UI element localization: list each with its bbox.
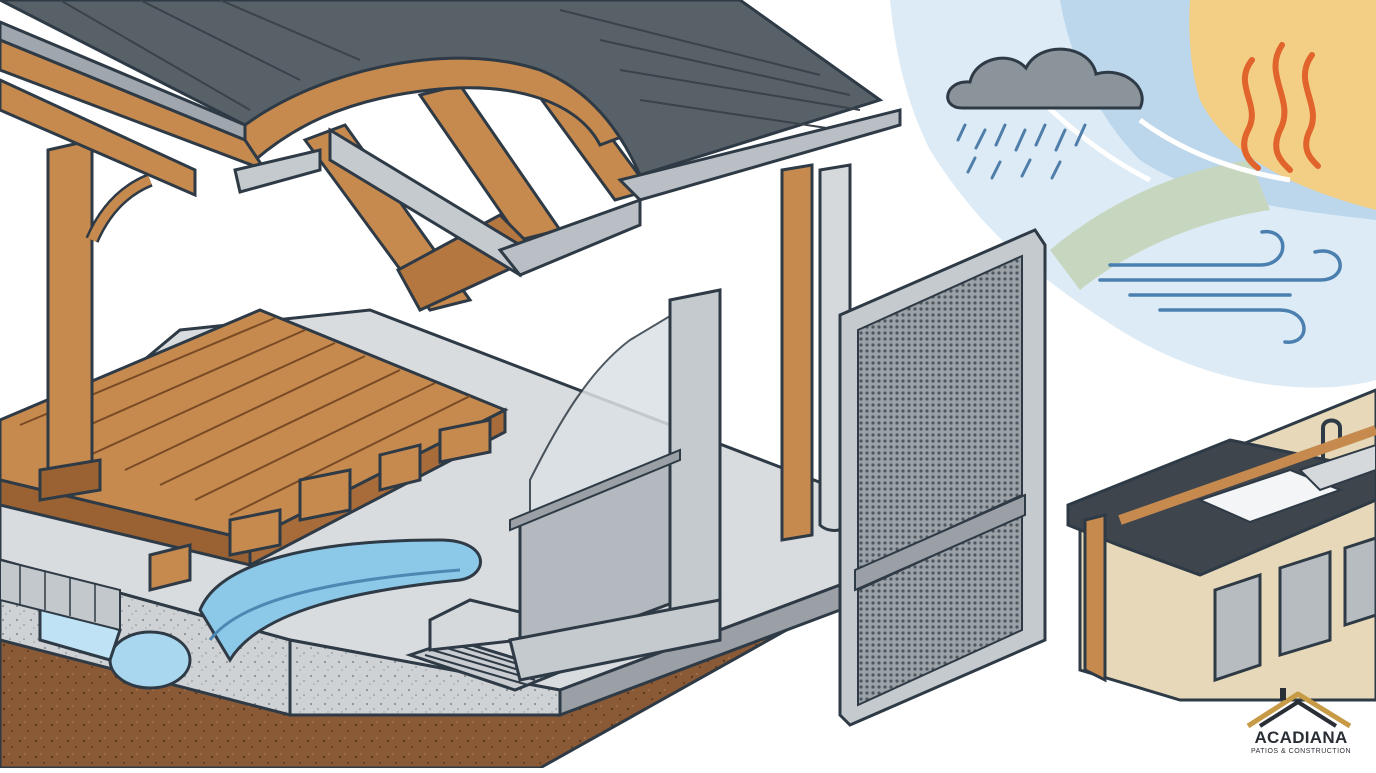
outdoor-kitchen-cabinet [1066, 388, 1376, 702]
screen-door-panel [838, 228, 1047, 727]
logo-emblem [1246, 688, 1352, 729]
rain-gutter [233, 108, 902, 532]
logo-tagline: PATIOS & CONSTRUCTION [1250, 748, 1352, 755]
shingle-roof [0, 0, 884, 177]
heat-waves-icon [1241, 42, 1321, 173]
glass-wall-panel [508, 288, 722, 682]
wind-gust-icon [1098, 230, 1342, 344]
rain-cloud-icon [946, 47, 1144, 180]
company-logo: ACADIANA PATIOS & CONSTRUCTION [1238, 686, 1364, 762]
drainage-pipe [0, 538, 482, 690]
logo-wordmark: ACADIANA [1254, 728, 1348, 747]
wood-deck [0, 308, 509, 592]
